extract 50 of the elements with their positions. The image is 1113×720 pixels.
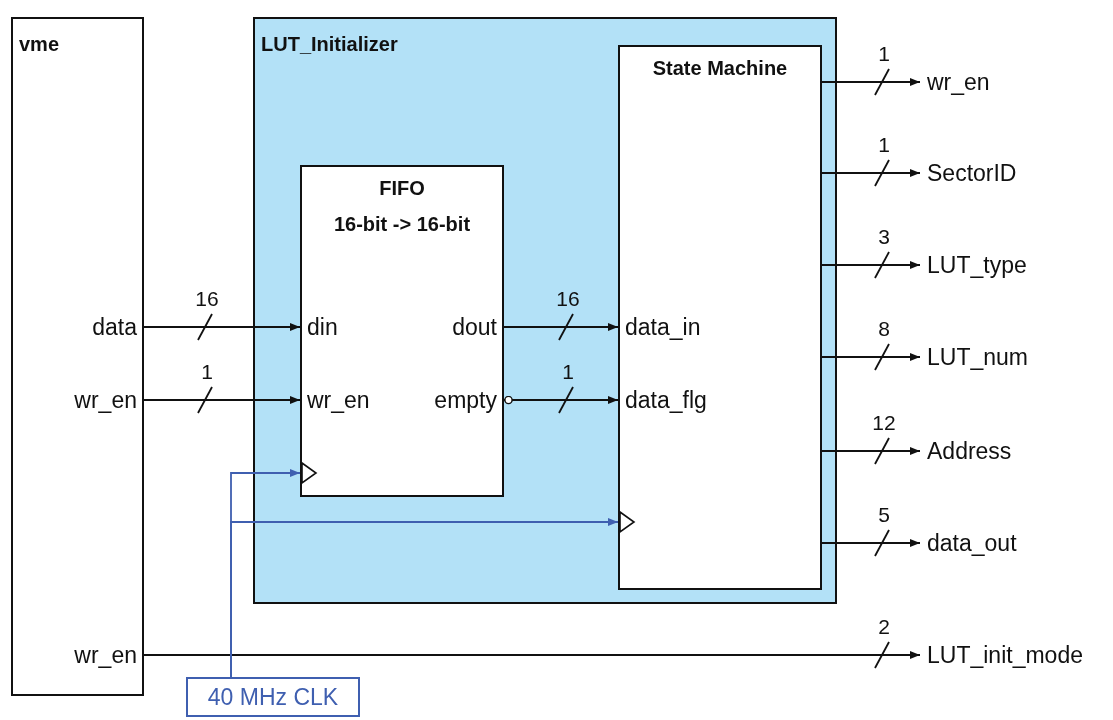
signal-name: wr_en	[920, 67, 1020, 97]
bus-width-label: 16	[195, 288, 219, 309]
clock-label: 40 MHz CLK	[207, 683, 339, 711]
signal-arrow	[143, 396, 301, 404]
signal-name: LUT_init_mode	[920, 640, 1110, 670]
port-name: din	[300, 312, 370, 342]
port-name: dout	[420, 312, 504, 342]
signal-arrow	[821, 261, 921, 269]
module-title: LUT_Initializer	[260, 32, 399, 57]
signal-arrow	[821, 353, 921, 361]
signal-name: LUT_num	[920, 342, 1040, 372]
bus-width-label: 2	[878, 616, 890, 637]
bus-width-label: 5	[878, 504, 890, 525]
bus-width-label: 3	[878, 226, 890, 247]
module-box	[618, 45, 822, 590]
port-name: wr_en	[300, 385, 390, 415]
bus-width-label: 1	[878, 134, 890, 155]
signal-arrow	[503, 395, 619, 405]
clock-source-box	[186, 677, 360, 717]
module-title: 16-bit -> 16-bit	[332, 212, 472, 237]
module-title: FIFO	[378, 176, 426, 201]
port-name: data	[50, 312, 144, 342]
signal-name: LUT_type	[920, 250, 1040, 280]
port-name: empty	[410, 385, 504, 415]
bus-width-label: 16	[556, 288, 580, 309]
bus-width-label: 1	[878, 43, 890, 64]
bus-width-label: 1	[562, 361, 574, 382]
signal-arrow	[821, 539, 921, 547]
signal-arrow	[503, 323, 619, 331]
signal-name: SectorID	[920, 158, 1040, 188]
port-name: wr_en	[50, 385, 144, 415]
module-box	[300, 165, 504, 497]
port-name: data_flg	[618, 385, 728, 415]
signal-name: Address	[920, 436, 1040, 466]
module-title: State Machine	[651, 56, 789, 81]
bus-width-label: 8	[878, 318, 890, 339]
signal-arrow	[143, 323, 301, 331]
bus-width-label: 1	[201, 361, 213, 382]
module-box	[253, 17, 837, 604]
signal-arrow	[143, 651, 921, 659]
signal-arrow	[821, 78, 921, 86]
signal-arrow	[821, 169, 921, 177]
module-title: vme	[18, 32, 61, 57]
clock-line	[230, 518, 619, 678]
signal-name: data_out	[920, 528, 1040, 558]
signal-arrow	[821, 447, 921, 455]
bus-width-label: 12	[872, 412, 896, 433]
system-box	[11, 17, 144, 696]
port-name: data_in	[618, 312, 728, 342]
port-name: wr_en	[50, 640, 144, 670]
